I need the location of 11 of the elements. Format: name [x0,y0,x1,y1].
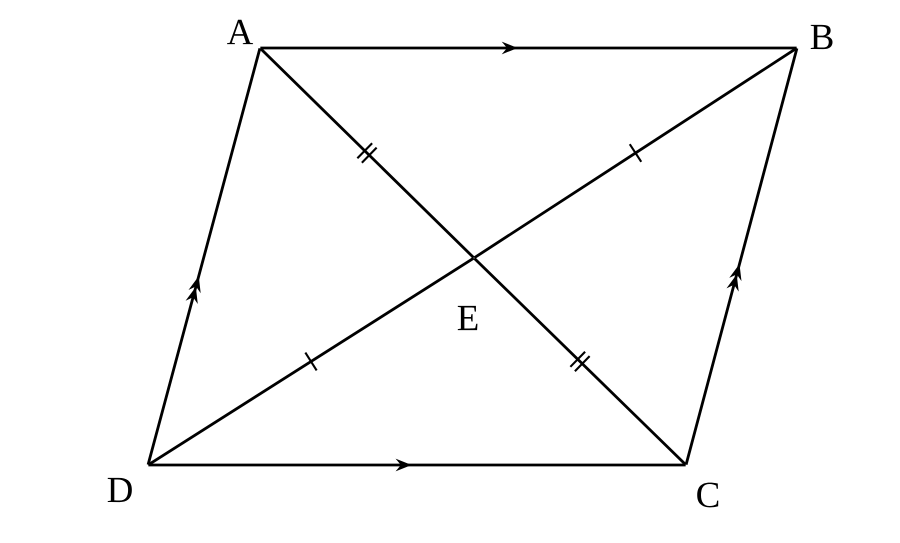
point-label: D [108,478,132,502]
line-segment [148,257,474,466]
line-segment [474,47,798,259]
line-segment [146,48,262,465]
point-label: E [458,306,478,330]
point-label: B [810,24,832,50]
point-label: C [697,482,718,508]
line-segment [473,257,687,466]
point-label: A [227,20,254,44]
line-segment [259,47,475,259]
line-segment [684,48,798,465]
